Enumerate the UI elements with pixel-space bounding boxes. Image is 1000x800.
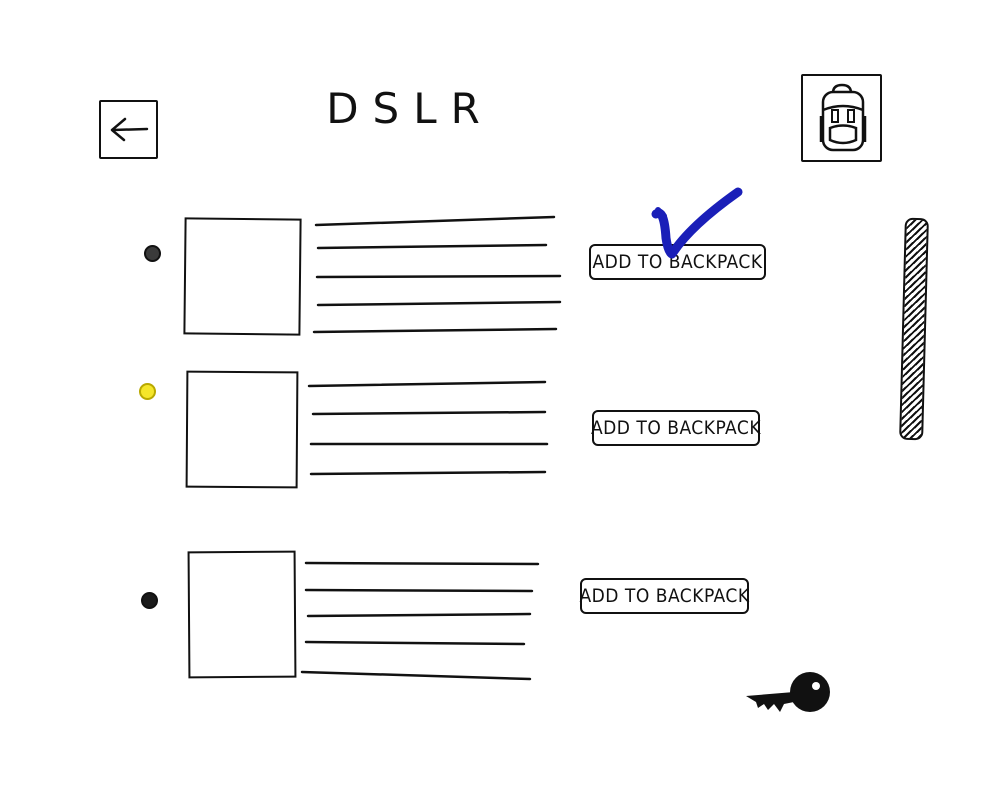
arrow-left-icon [110, 117, 149, 142]
add-to-backpack-button[interactable]: ADD TO BACKPACK [591, 410, 761, 446]
add-to-backpack-button[interactable]: ADD TO BACKPACK [579, 578, 749, 614]
key-icon[interactable] [744, 670, 836, 720]
backpack-icon [819, 83, 867, 152]
checkmark-icon [651, 187, 743, 259]
product-description [305, 374, 565, 484]
status-dot-highlight [139, 383, 156, 400]
scrollbar[interactable] [899, 217, 929, 441]
product-image[interactable] [185, 370, 299, 489]
product-image[interactable] [187, 550, 297, 679]
product-description [300, 555, 560, 690]
product-description [312, 208, 572, 338]
back-button[interactable] [99, 100, 158, 159]
product-image[interactable] [183, 217, 302, 336]
page-title: DSLR [326, 84, 494, 133]
status-dot [144, 245, 161, 262]
backpack-button[interactable] [801, 74, 882, 162]
status-dot [141, 592, 158, 609]
